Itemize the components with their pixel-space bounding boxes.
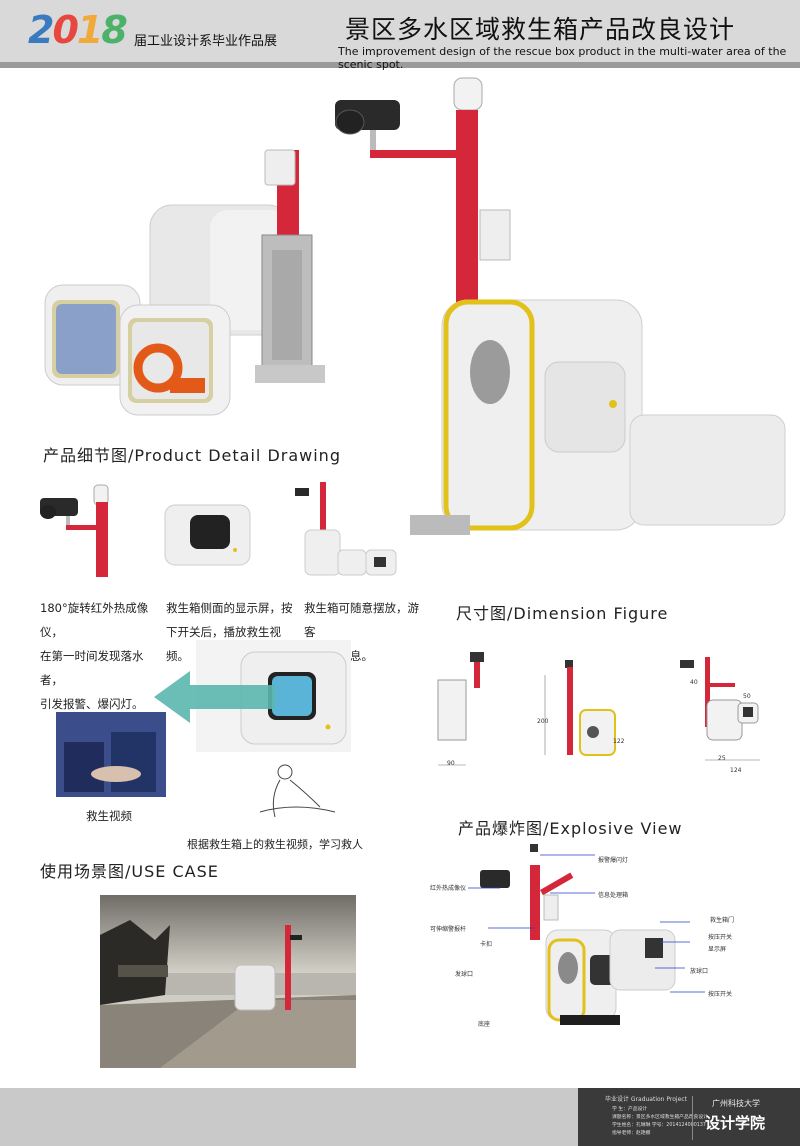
dim-label: 50 <box>743 693 751 700</box>
hero-render-main <box>335 77 786 535</box>
label-buckle: 卡扣 <box>480 941 493 948</box>
logo-digit: 8 <box>101 8 127 52</box>
dim-label: 200 <box>537 718 549 725</box>
use-case-photo <box>100 895 356 1068</box>
footer-project-title: 毕业设计 Graduation Project <box>605 1096 687 1103</box>
footer-school: 广州科技大学 <box>712 1099 760 1108</box>
dim-label: 40 <box>690 679 698 686</box>
hero-render-open-boxes <box>44 149 325 416</box>
detail-image-screen <box>164 504 251 566</box>
dimension-top-view <box>680 657 760 761</box>
footer-line: 课题名称：景区多水区域救生箱产品改良设计 <box>612 1115 708 1120</box>
dim-label: 122 <box>613 738 625 745</box>
caption-line: 救生箱可随意摆放，游客 <box>304 601 419 639</box>
logo-digit: 0 <box>52 8 78 52</box>
label-info-box: 信息处理箱 <box>598 892 629 899</box>
footer-line: 学生姓名：孔琳琳 学号：2014124080137 <box>612 1123 706 1128</box>
page-title: 景区多水区域救生箱产品改良设计 <box>345 15 736 44</box>
detail-image-camera <box>40 484 109 577</box>
footer-brand: 设计学院 <box>705 1114 766 1132</box>
caption-line: 在第一时间发现落水者， <box>40 649 144 687</box>
caption-line: 下开关后，播放救生视频。 <box>166 625 281 663</box>
label-telescopic-pole: 可伸缩警报杆 <box>430 926 467 933</box>
page-subtitle: The improvement design of the rescue box… <box>338 45 787 71</box>
caption-line: 引发报警、爆闪灯。 <box>40 697 144 711</box>
label-ball-port: 放球口 <box>690 968 709 975</box>
label-rescue-door: 救生箱门 <box>710 917 735 924</box>
footer-line: 学 生：产品设计 <box>612 1107 648 1112</box>
label-base: 底座 <box>478 1021 491 1028</box>
exploded-view <box>480 844 676 1025</box>
label-display: 显示屏 <box>708 946 727 953</box>
label-press-switch-2: 按压开关 <box>708 991 733 998</box>
dim-label: 124 <box>730 767 742 774</box>
label-launch-port: 发球口 <box>455 971 474 978</box>
caption-line: 救生箱侧面的显示屏，按 <box>166 601 293 615</box>
flow-arrow <box>154 671 275 723</box>
rescue-video-photo <box>56 712 166 797</box>
logo-digit: 2 <box>28 8 54 52</box>
dim-label: 25 <box>718 755 726 762</box>
rescue-video-label: 救生视频 <box>86 809 132 823</box>
dim-label: 90 <box>447 760 455 767</box>
footer-line: 指导老师：赵艳娜 <box>612 1131 651 1136</box>
exploded-leader-lines <box>468 854 705 993</box>
section-title-use-case: 使用场景图/USE CASE <box>40 862 219 881</box>
header-divider <box>0 62 800 68</box>
section-title-explosive: 产品爆炸图/Explosive View <box>458 819 683 838</box>
footer-panel <box>578 1088 800 1146</box>
logo-digit: 1 <box>76 8 103 52</box>
section-title-dimension: 尺寸图/Dimension Figure <box>456 604 669 623</box>
dimension-front-view <box>437 652 484 766</box>
learn-rescue-label: 根据救生箱上的救生视频，学习救人 <box>187 838 363 851</box>
footer-divider <box>692 1096 693 1140</box>
caption-line: 180°旋转红外热成像仪， <box>40 601 149 639</box>
cpr-sketch <box>259 764 336 818</box>
exhibit-label: 届工业设计系毕业作品展 <box>134 34 278 49</box>
label-alarm-light: 报警爆闪灯 <box>598 857 629 864</box>
header-bar <box>0 0 800 62</box>
label-thermal-camera: 红外热成像仪 <box>430 885 467 892</box>
detail-caption-screen: 救生箱侧面的显示屏，按 下开关后，播放救生视频。 <box>166 596 301 668</box>
dimension-side-view <box>544 660 616 756</box>
logo-year: 2018 <box>28 8 128 52</box>
detail-caption-camera: 180°旋转红外热成像仪， 在第一时间发现落水者， 引发报警、爆闪灯。 <box>40 596 165 716</box>
detail-image-layout <box>295 482 397 576</box>
section-title-detail: 产品细节图/Product Detail Drawing <box>43 446 341 465</box>
label-press-switch: 按压开关 <box>708 934 733 941</box>
